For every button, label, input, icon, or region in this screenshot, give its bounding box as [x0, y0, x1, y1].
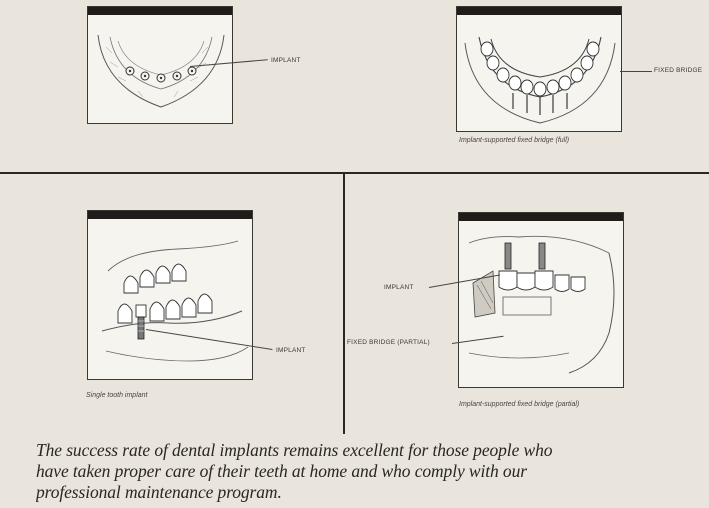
success-rate-paragraph: The success rate of dental implants rema…	[36, 440, 709, 503]
partial-bridge-drawing	[459, 213, 625, 389]
single-tooth-caption: Single tooth implant	[86, 392, 147, 399]
partial-bridge-label: FIXED BRIDGE (PARTIAL)	[347, 339, 430, 346]
paragraph-line: professional maintenance program.	[36, 482, 709, 503]
partial-bridge-caption: Implant-supported fixed bridge (partial)	[459, 401, 579, 408]
vertical-divider	[343, 172, 345, 434]
paragraph-line: have taken proper care of their teeth at…	[36, 461, 709, 482]
full-bridge-illustration	[456, 6, 622, 132]
lower-jaw-drawing	[88, 7, 234, 125]
partial-bridge-illustration	[458, 212, 624, 388]
partial-implant-label: IMPLANT	[384, 284, 414, 291]
fixed-bridge-leader-line	[620, 71, 652, 72]
fixed-bridge-label: FIXED BRIDGE	[654, 67, 702, 74]
full-bridge-drawing	[457, 7, 623, 133]
implant-label: IMPLANT	[271, 57, 301, 64]
paragraph-line: The success rate of dental implants rema…	[36, 440, 709, 461]
horizontal-divider	[0, 172, 709, 174]
single-implant-label: IMPLANT	[276, 347, 306, 354]
single-tooth-implant-illustration	[87, 210, 253, 380]
single-tooth-drawing	[88, 211, 254, 381]
full-bridge-caption: Implant-supported fixed bridge (full)	[459, 137, 569, 144]
